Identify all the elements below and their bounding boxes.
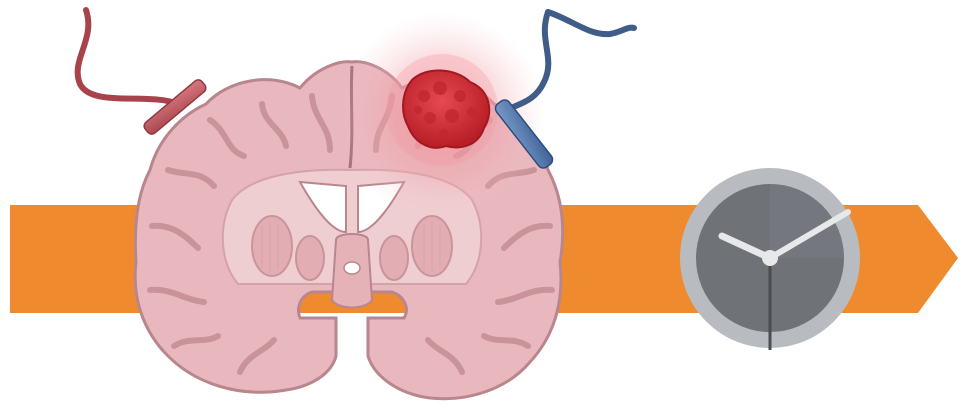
- clock-icon: [680, 168, 860, 350]
